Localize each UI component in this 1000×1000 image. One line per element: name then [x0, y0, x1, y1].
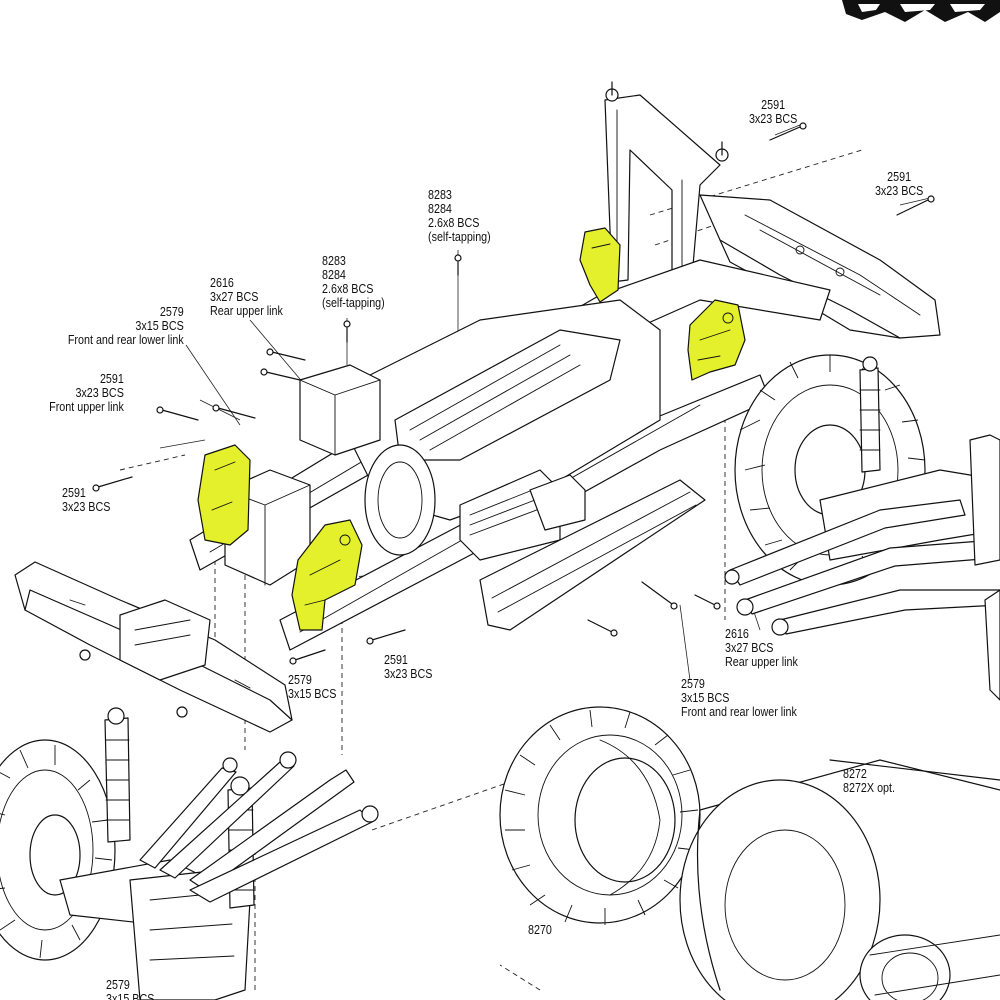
callout-front-upper-link-screw: 2591 3x23 BCS Front upper link: [49, 372, 124, 414]
callout-lower-link-screw-top: 2579 3x15 BCS Front and rear lower link: [68, 305, 184, 347]
rear-bumper: [699, 194, 941, 339]
front-bumper: [14, 561, 293, 733]
callout-spare-tire-part: 8272 8272X opt.: [843, 767, 896, 795]
spare-tire: [499, 706, 701, 925]
callout-screw-rear-bumper: 2591 3x23 BCS: [874, 170, 924, 198]
screws: [92, 122, 935, 991]
callout-screw-bottom-left: 2579 3x15 BCS: [106, 978, 155, 1000]
rock-slider: [479, 479, 706, 631]
front-axle-assembly: [0, 707, 379, 1000]
highlighted-shock-mounts: [197, 227, 746, 631]
callout-lower-link-screw-bottom: 2579 3x15 BCS Front and rear lower link: [681, 677, 797, 719]
logo-graphic: [842, 0, 1000, 22]
callout-self-tapping-screw-center: 8283 8284 2.6x8 BCS (self-tapping): [428, 188, 491, 244]
callout-tire-part: 8270: [528, 923, 552, 937]
callout-screw-front-lower: 2579 3x15 BCS: [288, 673, 337, 701]
center-chassis: [349, 299, 661, 561]
wheel-rim: [679, 759, 1000, 1000]
callout-self-tapping-screw-front: 8283 8284 2.6x8 BCS (self-tapping): [322, 254, 385, 310]
callout-screw-front-side: 2591 3x23 BCS: [384, 653, 433, 681]
callout-rear-upper-link-screw-bottom: 2616 3x27 BCS Rear upper link: [725, 627, 798, 669]
callout-screw-front-mount: 2591 3x23 BCS: [62, 486, 111, 514]
callout-screw-rear-tower: 2591 3x23 BCS: [748, 98, 798, 126]
callout-rear-upper-link-screw-top: 2616 3x27 BCS Rear upper link: [210, 276, 283, 318]
rear-axle-assembly: [724, 354, 1000, 701]
